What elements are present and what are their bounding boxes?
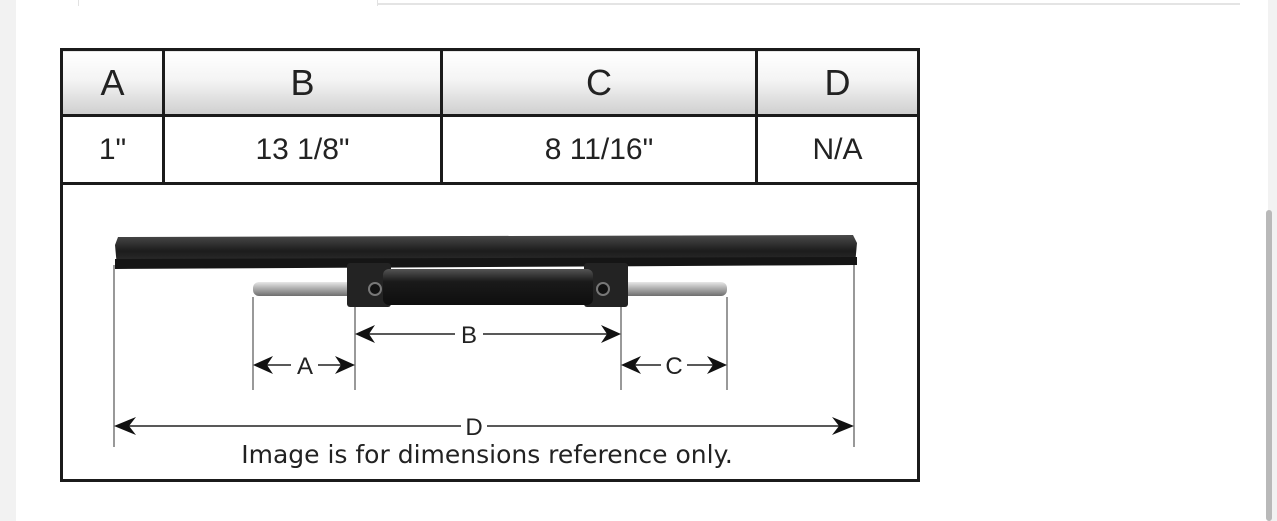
dimension-label-d: D (465, 414, 482, 441)
right-arrow-icon (707, 356, 727, 374)
value-c: 8 11/16" (440, 114, 758, 185)
header-c: C (440, 48, 758, 117)
header-a: A (60, 48, 165, 117)
mounting-bar-flange (115, 257, 857, 269)
cylinder-body (383, 269, 593, 305)
right-arrow-icon (335, 356, 355, 374)
dimensions-table: A B C D 1" 13 1/8" 8 11/16" N/A (60, 48, 920, 482)
cylinder-bracket-left (347, 263, 391, 307)
dimension-lines (119, 333, 849, 427)
diagram-caption: Image is for dimensions reference only. (241, 440, 733, 469)
header-d: D (755, 48, 920, 117)
fitting-right (596, 282, 610, 296)
dimension-diagram: B A C D Image is for dimensions referenc… (63, 185, 917, 479)
dimension-label-a: A (297, 353, 313, 380)
dimension-label-b: B (461, 322, 477, 349)
tab-strip (78, 0, 1240, 6)
header-row: A B C D (60, 48, 920, 117)
scrollbar-track[interactable] (1268, 0, 1277, 521)
left-arrow-icon (621, 356, 641, 374)
value-b: 13 1/8" (162, 114, 443, 185)
extension-lines (113, 265, 855, 447)
right-arrow-icon (832, 417, 854, 435)
active-tab[interactable] (78, 0, 378, 6)
left-arrow-icon (355, 325, 375, 343)
diagram-svg: B A C D Image is for dimensions referenc… (113, 235, 857, 469)
header-b: B (162, 48, 443, 117)
figure-row: B A C D Image is for dimensions referenc… (60, 182, 920, 482)
value-a: 1" (60, 114, 165, 185)
dimension-label-c: C (665, 353, 682, 380)
left-arrow-icon (114, 417, 136, 435)
figure-cell: B A C D Image is for dimensions referenc… (60, 182, 920, 482)
scrollbar-thumb[interactable] (1266, 210, 1272, 521)
value-row: 1" 13 1/8" 8 11/16" N/A (60, 114, 920, 185)
value-d: N/A (755, 114, 920, 185)
fitting-left (368, 282, 382, 296)
right-arrow-icon (601, 325, 621, 343)
arrowheads (114, 325, 854, 435)
tab-divider (378, 3, 1240, 5)
left-arrow-icon (253, 356, 273, 374)
